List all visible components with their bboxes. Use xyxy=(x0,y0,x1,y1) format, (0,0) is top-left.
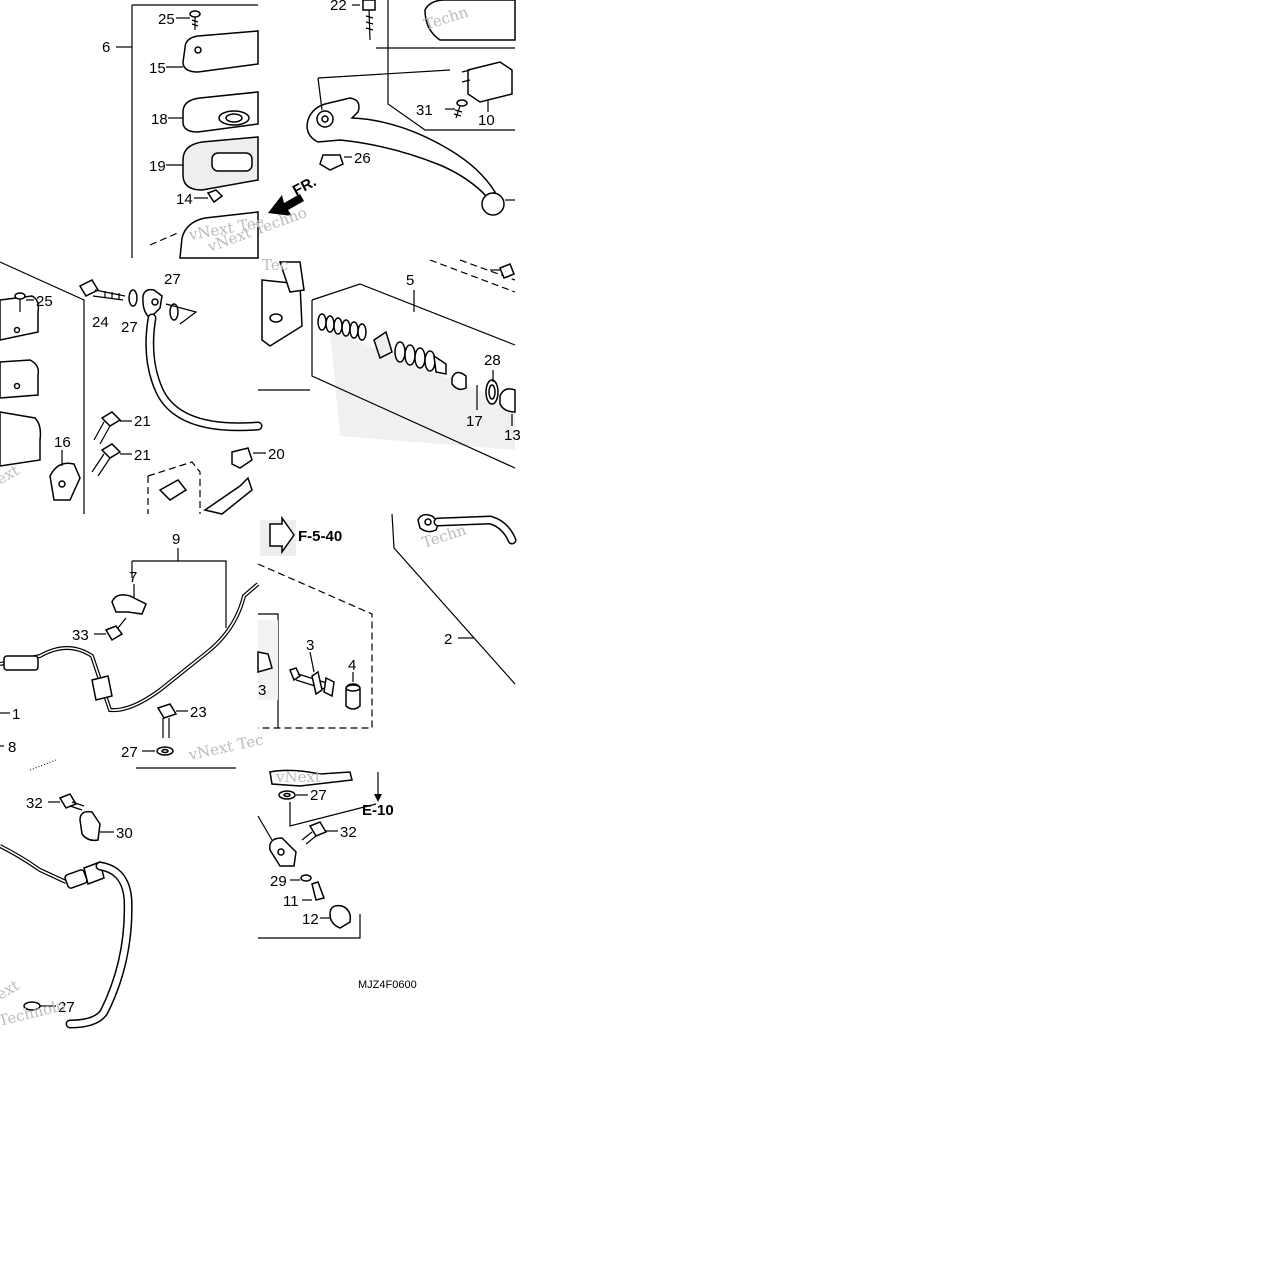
callout-15: 15 xyxy=(149,60,166,77)
callout-23: 23 xyxy=(190,704,207,721)
callout-33: 33 xyxy=(72,627,89,644)
callout-8: 8 xyxy=(8,739,16,756)
reservoir-plate-part xyxy=(182,91,259,133)
screw-part xyxy=(453,99,468,119)
callout-14: 14 xyxy=(176,191,193,208)
tile-reservoir-cap: 25 6 15 18 19 14 vNext Tec xyxy=(102,4,265,259)
ref-f-5-40-label: F-5-40 xyxy=(298,528,342,545)
ref-arrow-f-5-40: F-5-40 xyxy=(269,515,342,555)
watermark-text: Technolo xyxy=(0,996,67,1030)
callout-28: 28 xyxy=(484,352,501,369)
callout-17: 17 xyxy=(466,413,483,430)
bolt-part xyxy=(91,411,122,477)
tile-pivot-pin: F-5-40 3 4 3 xyxy=(257,515,373,729)
callout-5: 5 xyxy=(406,272,414,289)
callout-10: 10 xyxy=(478,112,495,129)
callout-4: 4 xyxy=(348,657,356,674)
brake-hose-part xyxy=(145,313,263,432)
tile-lever-switch: FR. 22 31 10 26 Techn xyxy=(268,0,516,216)
callout-21: 21 xyxy=(134,413,151,430)
callout-24: 24 xyxy=(92,314,109,331)
tile-piston-set: 5 28 17 13 Tec xyxy=(258,256,521,469)
callout-27: 27 xyxy=(310,787,327,804)
pin-part xyxy=(289,667,335,698)
callout-25: 25 xyxy=(158,11,175,28)
lower-brake-hose-part xyxy=(65,861,133,1029)
callout-27: 27 xyxy=(121,319,138,336)
callout-16: 16 xyxy=(54,434,71,451)
watermark-text: Tec xyxy=(262,256,288,274)
callout-27: 27 xyxy=(121,744,138,761)
screw-part xyxy=(189,10,201,30)
callout-19: 19 xyxy=(149,158,166,175)
callout-22: 22 xyxy=(330,0,347,14)
brake-switch-part xyxy=(461,61,513,112)
tile-lower-hose: 32 30 27 ext Technolo xyxy=(0,793,133,1030)
tile-hose-banjo: 25 24 27 27 21 21 16 20 ext xyxy=(0,261,285,515)
diagram-code: MJZ4F0600 xyxy=(358,979,417,991)
piston-part xyxy=(394,341,447,375)
callout-3: 3 xyxy=(258,682,266,699)
tile-hose-end: 2 Techn xyxy=(391,513,517,685)
callout-29: 29 xyxy=(270,873,287,890)
piston-spring-part xyxy=(317,313,367,341)
callout-32: 32 xyxy=(26,795,43,812)
tile-caliper-fittings: E-10 27 32 29 11 12 vNext xyxy=(257,768,394,939)
reservoir-cap-part xyxy=(182,30,259,73)
callout-30: 30 xyxy=(116,825,133,842)
callout-9: 9 xyxy=(172,531,180,548)
brake-lever-part xyxy=(306,97,496,200)
watermark-text: vNext xyxy=(275,768,321,786)
ref-e-10-label: E-10 xyxy=(362,802,394,819)
callout-27: 27 xyxy=(58,999,75,1016)
callout-21: 21 xyxy=(134,447,151,464)
callout-25: 25 xyxy=(36,293,53,310)
callout-26: 26 xyxy=(354,150,371,167)
fr-label: FR. xyxy=(290,173,319,199)
callout-7: 7 xyxy=(129,569,137,586)
pivot-bolt-part xyxy=(362,0,376,41)
callout-3: 3 xyxy=(306,637,314,654)
callout-6: 6 xyxy=(102,39,110,56)
callout-32: 32 xyxy=(340,824,357,841)
tile-brake-pipe: 9 7 33 1 8 23 27 vNext Tec xyxy=(0,531,265,771)
callout-12: 12 xyxy=(302,911,319,928)
watermark-text: vNext Tec xyxy=(186,731,265,765)
callout-20: 20 xyxy=(268,446,285,463)
callout-11: 11 xyxy=(283,893,299,910)
callout-31: 31 xyxy=(416,102,433,119)
banjo-bolt-part xyxy=(78,279,126,301)
watermark-text: ext xyxy=(0,976,22,1003)
callout-2: 2 xyxy=(444,631,452,648)
callout-13: 13 xyxy=(504,427,521,444)
callout-18: 18 xyxy=(151,111,168,128)
callout-1: 1 xyxy=(12,706,20,723)
callout-27: 27 xyxy=(164,271,181,288)
